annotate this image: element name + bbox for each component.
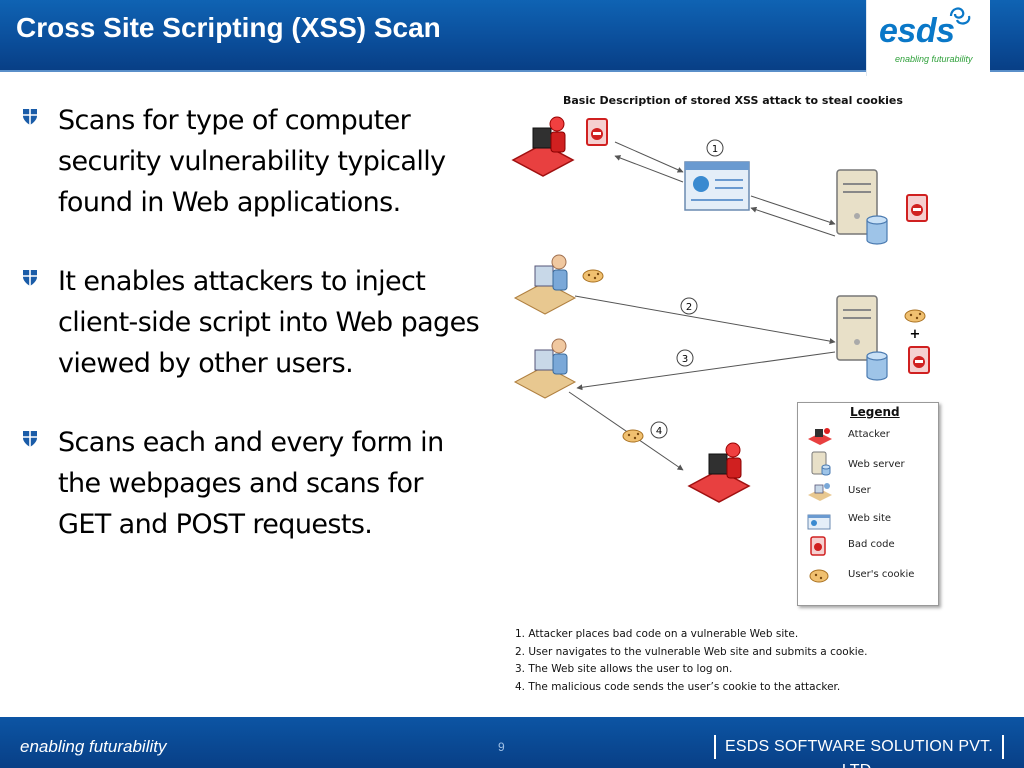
bullet-text: Scans for type of computer security vuln… <box>58 105 446 218</box>
slide-footer: enabling futurability 9 ESDS SOFTWARE SO… <box>0 717 1024 768</box>
web-server-icon <box>836 295 878 361</box>
cookie-icon <box>904 309 926 323</box>
web-site-icon <box>684 161 750 211</box>
plus-sign: + <box>910 327 921 342</box>
cookie-icon <box>622 429 644 443</box>
legend-label: Attacker <box>848 429 890 440</box>
step-description: 4. The malicious code sends the user’s c… <box>515 680 841 693</box>
attacker-icon <box>512 116 574 177</box>
xss-diagram: 1 + 2 3 4 Basic Description of stored XS… <box>505 90 950 705</box>
diagram-title: Basic Description of stored XSS attack t… <box>563 94 903 107</box>
logo-wordmark: esds <box>879 12 955 50</box>
legend-item-bad-code: Bad code <box>806 535 936 557</box>
user-icon <box>514 254 576 315</box>
step-description: 3. The Web site allows the user to log o… <box>515 663 733 675</box>
legend-label: Web server <box>848 459 905 470</box>
bullet-text: It enables attackers to inject client-si… <box>58 266 480 379</box>
step-marker-2: 2 <box>686 302 692 313</box>
legend-title: Legend <box>850 405 900 419</box>
shield-bullet-icon <box>23 270 37 286</box>
legend-item-web-server: Web server <box>806 451 936 476</box>
bad-code-icon <box>810 536 826 556</box>
bullet-item: Scans each and every form in the webpage… <box>22 422 482 545</box>
user-icon <box>808 483 832 501</box>
bullet-item: It enables attackers to inject client-si… <box>22 261 482 384</box>
legend-item-user: User <box>806 481 936 503</box>
bad-code-icon <box>906 194 928 222</box>
cookie-icon <box>582 269 604 283</box>
step-marker-1: 1 <box>712 144 718 155</box>
slide-header: Cross Site Scripting (XSS) Scan <box>0 0 1024 72</box>
company-logo: esds enabling futurability <box>866 0 990 76</box>
page-number: 9 <box>498 740 505 754</box>
legend-label: Bad code <box>848 539 895 550</box>
slide-title: Cross Site Scripting (XSS) Scan <box>16 12 441 43</box>
footer-tagline: enabling futurability <box>20 737 167 756</box>
database-icon <box>866 351 888 381</box>
legend-label: Web site <box>848 513 892 524</box>
legend-item-attacker: Attacker <box>806 425 936 447</box>
step-description: 2. User navigates to the vulnerable Web … <box>515 645 868 658</box>
shield-bullet-icon <box>23 431 37 447</box>
logo-swirl-icon <box>949 7 971 25</box>
diagram-canvas: 1 + 2 3 4 <box>512 116 930 503</box>
database-icon <box>866 215 888 245</box>
shield-bullet-icon <box>23 109 37 125</box>
logo-tagline: enabling futurability <box>895 54 973 64</box>
step-description: 1. Attacker places bad code on a vulnera… <box>515 628 799 640</box>
legend-label: User <box>848 485 871 496</box>
footer-company-name: ESDS SOFTWARE SOLUTION PVT. LTD. <box>714 735 1004 768</box>
step-descriptions: 1. Attacker places bad code on a vulnera… <box>515 626 867 696</box>
cookie-icon <box>809 569 829 583</box>
legend-item-web-site: Web site <box>806 509 936 531</box>
diagram-legend: Legend Attacker Web server User <box>797 402 939 606</box>
web-site-icon <box>807 514 831 530</box>
bad-code-icon <box>908 346 930 374</box>
legend-item-cookie: User's cookie <box>806 565 936 587</box>
bullet-text: Scans each and every form in the webpage… <box>58 427 444 540</box>
step-marker-4: 4 <box>656 426 662 437</box>
step-marker-3: 3 <box>682 354 688 365</box>
bullet-item: Scans for type of computer security vuln… <box>22 100 482 223</box>
attacker-icon <box>688 442 750 503</box>
web-server-icon <box>811 451 831 476</box>
attacker-icon <box>808 428 832 445</box>
bullet-list: Scans for type of computer security vuln… <box>22 100 482 583</box>
bad-code-icon <box>586 118 608 146</box>
legend-label: User's cookie <box>848 569 915 580</box>
user-icon <box>514 338 576 399</box>
